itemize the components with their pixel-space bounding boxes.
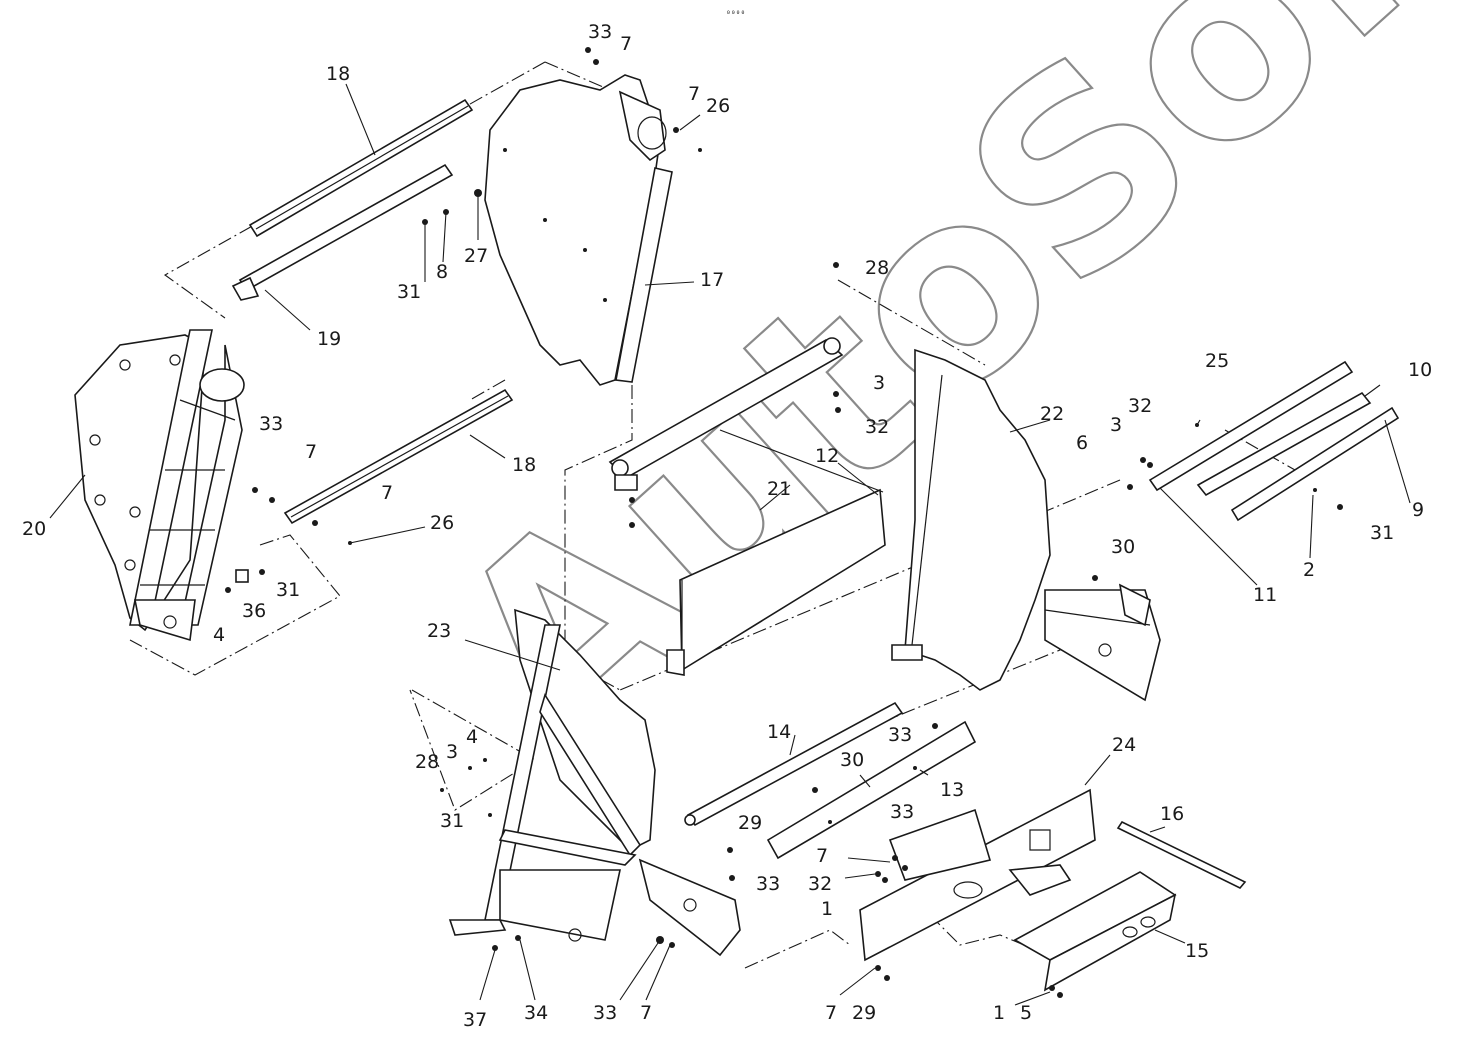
part-21-center-crossbar: [608, 337, 844, 491]
callout-4: 4: [213, 624, 225, 646]
callout-18: 18: [326, 63, 350, 85]
callout-24: 24: [1112, 734, 1136, 756]
callout-31: 31: [276, 579, 300, 601]
callout-20: 20: [22, 518, 46, 540]
callout-32: 32: [1128, 395, 1152, 417]
callout-37: 37: [463, 1009, 487, 1031]
callout-26: 26: [706, 95, 730, 117]
part-13-strip: [766, 720, 977, 860]
callout-33: 33: [593, 1002, 617, 1024]
callout-29: 29: [852, 1002, 876, 1024]
callout-7: 7: [640, 1002, 652, 1024]
callout-32: 32: [808, 873, 832, 895]
callout-27: 27: [464, 245, 488, 267]
callout-11: 11: [1253, 584, 1277, 606]
part-20-left-side-plate: [74, 334, 206, 632]
callout-7: 7: [816, 845, 828, 867]
callout-1: 1: [821, 898, 833, 920]
callout-18: 18: [512, 454, 536, 476]
callout-3: 3: [1110, 414, 1122, 436]
callout-7: 7: [305, 441, 317, 463]
part-17-upper-side-plate: [484, 74, 673, 386]
leader-lines: [49, 83, 1411, 1006]
callout-7: 7: [825, 1002, 837, 1024]
callout-6: 6: [1076, 432, 1088, 454]
right-rails: [1148, 360, 1400, 522]
callout-25: 25: [1205, 350, 1229, 372]
callout-28: 28: [865, 257, 889, 279]
callout-21: 21: [767, 478, 791, 500]
callout-33: 33: [756, 873, 780, 895]
callout-23: 23: [427, 620, 451, 642]
left-ladder-frame: [129, 329, 245, 642]
callout-26: 26: [430, 512, 454, 534]
hardware-fasteners: [225, 47, 1343, 998]
callout-31: 31: [397, 281, 421, 303]
callout-12: 12: [815, 445, 839, 467]
part-24-lower-crossbeam: [859, 788, 1096, 962]
callout-15: 15: [1185, 940, 1209, 962]
header-mark: ₀₀₀₀: [726, 7, 745, 16]
callout-3: 3: [446, 741, 458, 763]
callout-29: 29: [738, 812, 762, 834]
callout-8: 8: [436, 261, 448, 283]
part-18-lower-bar: [283, 388, 514, 525]
callout-1: 1: [993, 1002, 1005, 1024]
callout-17: 17: [700, 269, 724, 291]
callout-10: 10: [1408, 359, 1432, 381]
callout-30: 30: [840, 749, 864, 771]
callout-14: 14: [767, 721, 791, 743]
part-14-tube: [684, 701, 904, 827]
callout-32: 32: [865, 416, 889, 438]
callout-33: 33: [890, 801, 914, 823]
callout-22: 22: [1040, 403, 1064, 425]
part-22-right-upright-plate: [891, 348, 1051, 691]
callout-30: 30: [1111, 536, 1135, 558]
callout-7: 7: [688, 83, 700, 105]
callout-31: 31: [440, 810, 464, 832]
callout-33: 33: [588, 21, 612, 43]
callout-36: 36: [242, 600, 266, 622]
part-19-tube: [231, 163, 454, 301]
callout-34: 34: [524, 1002, 548, 1024]
callout-5: 5: [1020, 1002, 1032, 1024]
callout-7: 7: [620, 33, 632, 55]
callout-16: 16: [1160, 803, 1184, 825]
callout-28: 28: [415, 751, 439, 773]
callout-19: 19: [317, 328, 341, 350]
callout-33: 33: [888, 724, 912, 746]
callout-4: 4: [466, 726, 478, 748]
callout-33: 33: [259, 413, 283, 435]
part-15-box: [1013, 871, 1177, 992]
part-23-left-frame: [448, 608, 741, 957]
part-30-right-bracket: [1044, 583, 1161, 702]
part-12-center-panel: [666, 429, 886, 676]
callout-31: 31: [1370, 522, 1394, 544]
part-18-upper-bar: [248, 98, 474, 238]
callout-7: 7: [381, 482, 393, 504]
callout-3: 3: [873, 372, 885, 394]
callout-2: 2: [1303, 559, 1315, 581]
part-16-flat-strip: [1116, 820, 1247, 889]
callout-labels: 33 7 7 26 18 31 8 27 17 19 28 3 32 22 25…: [22, 21, 1432, 1031]
callout-9: 9: [1412, 499, 1424, 521]
callout-13: 13: [940, 779, 964, 801]
